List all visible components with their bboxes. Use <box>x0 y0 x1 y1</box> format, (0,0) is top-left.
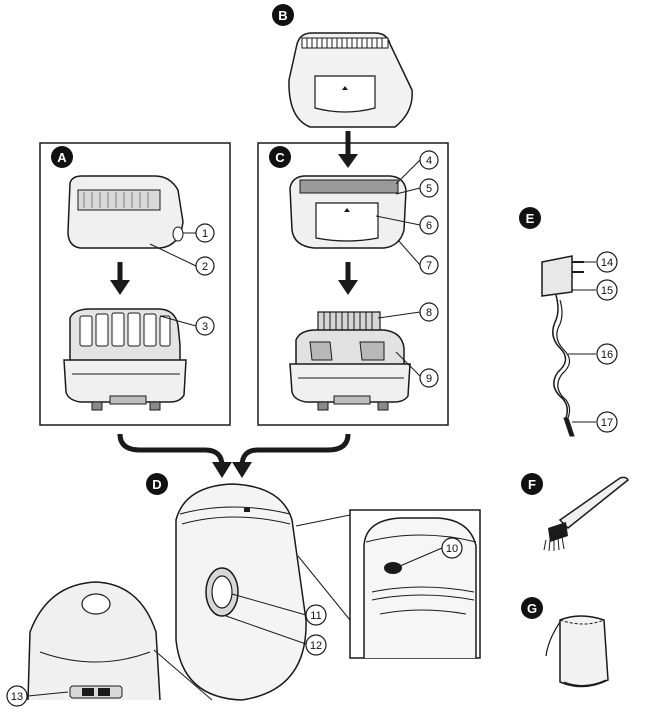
comb-cap-b <box>288 32 413 128</box>
svg-text:16: 16 <box>601 349 613 361</box>
arrow-a-down-head <box>110 280 130 295</box>
callout-4: 4 <box>419 150 439 170</box>
adapter-e <box>541 255 584 437</box>
callout-15: 15 <box>596 279 618 301</box>
badge-a-label: A <box>57 150 67 165</box>
svg-text:4: 4 <box>426 155 432 167</box>
callout-5: 5 <box>419 178 439 198</box>
svg-text:1: 1 <box>202 228 208 240</box>
svg-text:17: 17 <box>601 417 613 429</box>
badge-d-label: D <box>152 477 161 492</box>
svg-text:7: 7 <box>426 260 432 272</box>
callout-16: 16 <box>596 343 618 365</box>
svg-text:11: 11 <box>310 610 321 622</box>
arrow-a-to-d-head <box>212 462 232 478</box>
storage-pouch-g <box>545 615 609 688</box>
cleaning-brush-f <box>543 476 629 552</box>
base-detail <box>27 581 161 701</box>
svg-text:6: 6 <box>426 220 432 232</box>
arrow-c-to-d <box>239 433 351 467</box>
badge-e: E <box>519 207 541 229</box>
detail-inset <box>363 517 477 658</box>
arrow-c-to-d-head <box>232 462 252 478</box>
detail-leader-top <box>295 514 351 527</box>
arrow-a-to-d <box>117 433 225 467</box>
callout-8: 8 <box>419 302 439 322</box>
callout-6: 6 <box>419 215 439 235</box>
badge-d: D <box>146 473 168 495</box>
svg-text:13: 13 <box>11 691 23 703</box>
badge-g: G <box>521 597 543 619</box>
svg-text:8: 8 <box>426 307 432 319</box>
svg-text:10: 10 <box>446 543 458 555</box>
badge-a: A <box>51 146 73 168</box>
callout-12: 12 <box>305 634 327 656</box>
frame-a <box>39 142 231 426</box>
svg-text:5: 5 <box>426 183 432 195</box>
badge-f-label: F <box>528 477 536 492</box>
badge-e-label: E <box>526 211 535 226</box>
callout-9: 9 <box>419 368 439 388</box>
arrow-c-down-head <box>338 280 358 295</box>
detail-leader-bottom <box>297 555 351 621</box>
callout-2: 2 <box>195 256 215 276</box>
svg-text:12: 12 <box>310 640 322 652</box>
svg-text:14: 14 <box>601 257 613 269</box>
callout-leaders <box>27 159 596 697</box>
badge-c: C <box>269 146 291 168</box>
badge-b: B <box>272 4 294 26</box>
svg-text:15: 15 <box>601 285 613 297</box>
epilator-head-a <box>63 308 187 411</box>
callout-17: 17 <box>596 411 618 433</box>
callout-3: 3 <box>195 316 215 336</box>
frame-c <box>257 142 449 426</box>
badge-c-label: C <box>275 150 285 165</box>
callout-1: 1 <box>195 223 215 243</box>
base-leader <box>153 649 213 701</box>
badge-b-label: B <box>278 8 287 23</box>
callout-10: 10 <box>441 537 463 559</box>
callout-7: 7 <box>419 255 439 275</box>
shaver-cap-c <box>289 175 407 249</box>
badge-f: F <box>521 473 543 495</box>
svg-text:2: 2 <box>202 261 208 273</box>
svg-text:9: 9 <box>426 373 432 385</box>
appliance-body-d <box>175 483 307 701</box>
svg-text:3: 3 <box>202 321 208 333</box>
callout-14: 14 <box>596 251 618 273</box>
badge-g-label: G <box>527 601 537 616</box>
epilator-cap-a <box>67 175 184 249</box>
callout-11: 11 <box>305 604 327 626</box>
shaver-head-c <box>289 311 411 411</box>
arrow-b-to-c-head <box>338 154 358 168</box>
callout-13: 13 <box>6 685 28 707</box>
